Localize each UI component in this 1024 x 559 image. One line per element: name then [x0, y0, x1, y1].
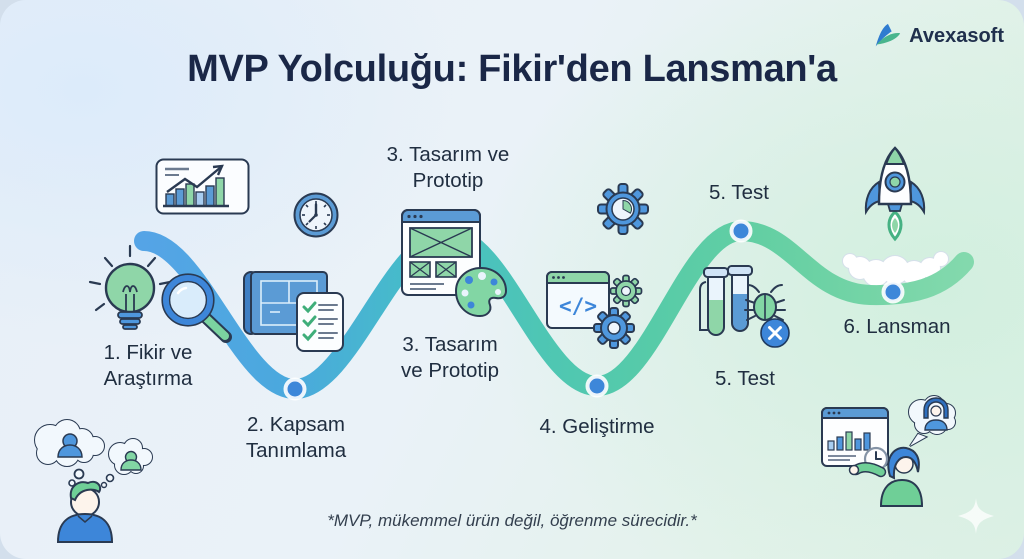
code-window-icon: </> [546, 271, 610, 329]
step4-label: 4. Geliştirme [539, 415, 655, 438]
scope-planning-icon [243, 271, 344, 352]
idea-research-icon [88, 244, 232, 343]
feedback-dashboard-icon [821, 407, 889, 472]
step3-label-top: 3. Tasarım ve Prototip [386, 143, 510, 192]
design-prototype-icon [401, 209, 508, 318]
milestone-node-2 [283, 377, 307, 401]
launch-clouds-icon [842, 251, 949, 287]
presenting-woman-icon [848, 446, 924, 507]
clock-icon [293, 192, 339, 238]
rocket-icon [842, 146, 949, 287]
footer-note: *MVP, mükemmel ürün değil, öğrenme sürec… [327, 511, 697, 530]
test-tubes-icon [699, 265, 753, 336]
magnifier-icon [161, 273, 232, 343]
milestone-node-5 [729, 219, 753, 243]
checklist-icon [296, 292, 344, 352]
thinking-person-icon [34, 419, 153, 543]
step6-label: 6. Lansman [843, 315, 951, 338]
brand-name: Avexasoft [909, 24, 1004, 47]
page-title: MVP Yolculuğu: Fikir'den Lansman'a [187, 48, 837, 90]
bug-x-icon [744, 284, 790, 348]
step1-label: 1. Fikir ve Araştırma [103, 341, 193, 390]
analytics-chart-icon [155, 158, 250, 215]
gear-small-icon [609, 274, 643, 308]
user-speech-bubble-icon [908, 395, 956, 447]
testing-icon [699, 265, 790, 348]
step5-label-bottom: 5. Test [714, 367, 776, 390]
feedback-review-icon [821, 395, 956, 507]
gear-clock-icon [597, 183, 649, 235]
brand-logo: Avexasoft [872, 20, 1004, 52]
step5-label-top: 5. Test [708, 181, 770, 204]
sparkle-icon [958, 498, 994, 534]
palette-icon [454, 266, 508, 318]
lightbulb-icon [88, 244, 172, 330]
step3-label-bottom: 3. Tasarım ve Prototip [401, 333, 499, 382]
development-icon: </> [546, 271, 643, 349]
step2-label: 2. Kapsam Tanımlama [245, 413, 347, 462]
gear-icon [593, 307, 635, 349]
thought-bubbles-icon [34, 419, 153, 489]
milestone-node-4 [585, 374, 609, 398]
milestone-node-6 [881, 280, 905, 304]
svg-text:</>: </> [559, 294, 597, 318]
avexasoft-logo-icon [875, 23, 901, 47]
milestone-nodes [283, 219, 905, 401]
wireframe-window-icon [401, 209, 481, 296]
